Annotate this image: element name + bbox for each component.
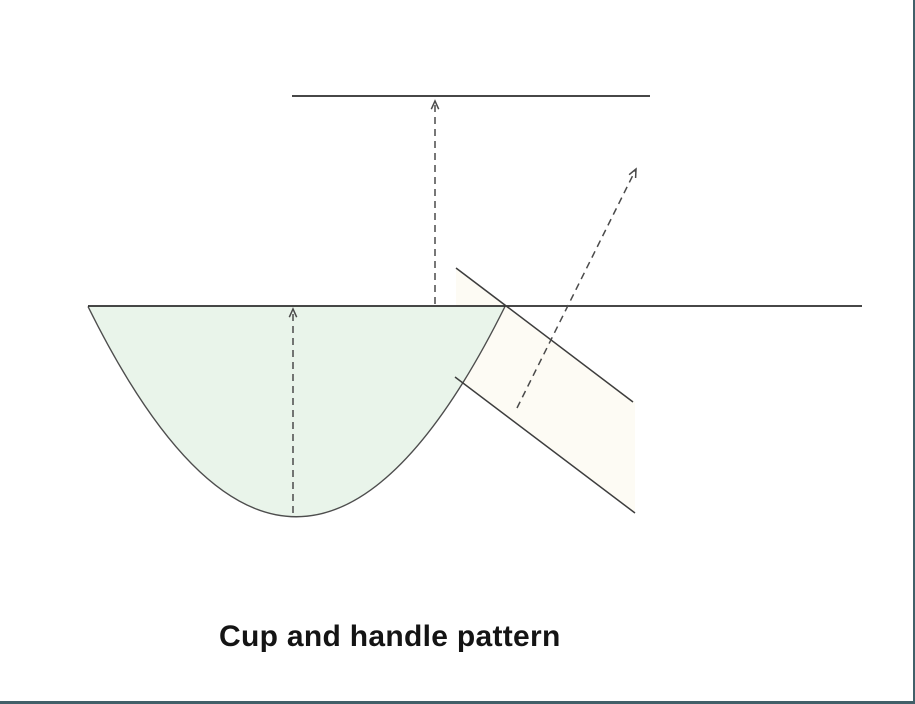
cup-depth-arrow-head-icon <box>288 307 298 318</box>
handle-upper-trendline <box>455 267 634 403</box>
diagram-title: Cup and handle pattern <box>219 620 561 653</box>
target-projection-arrow-head-icon <box>430 99 440 110</box>
handle-lower-trendline <box>454 376 636 514</box>
handle-channel-fill <box>456 268 635 513</box>
cup-shape <box>87 306 506 518</box>
breakout-arrow-head-icon <box>628 167 637 179</box>
bottom-border-accent <box>0 701 915 704</box>
right-border-accent <box>913 0 915 704</box>
breakout-arrow <box>516 168 637 409</box>
